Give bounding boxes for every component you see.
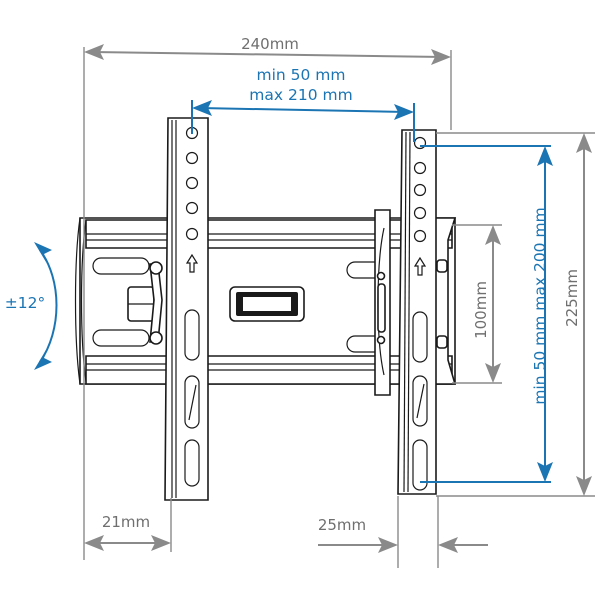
wall-clearance-label: 21mm [102, 513, 150, 531]
dimension-wall-clearance [84, 498, 172, 552]
vesa-vertical-label: min 50 mm max 200 mm [531, 207, 549, 404]
right-vertical-arm [397, 129, 437, 495]
vesa-horizontal-min-label: min 50 mm [256, 66, 345, 84]
tilt-knob [127, 261, 163, 345]
dimension-arm-width [318, 496, 488, 568]
dimension-wall-plate-height [452, 224, 502, 384]
dimension-vesa-vertical [420, 145, 553, 483]
left-vertical-arm [164, 117, 209, 501]
up-arrow-icon [185, 253, 199, 273]
right-side-clips [374, 209, 457, 396]
dimension-overall-width [83, 44, 452, 560]
arm-width-label: 25mm [318, 516, 366, 534]
wall-slot-top-left [92, 257, 150, 275]
up-arrow-icon [413, 256, 427, 276]
overall-width-label: 240mm [241, 35, 299, 53]
bubble-level [229, 286, 305, 322]
dimension-vesa-horizontal [191, 100, 415, 142]
tilt-angle-label: ±12° [5, 294, 45, 312]
vesa-horizontal-max-label: max 210 mm [249, 86, 352, 104]
wall-slot-bottom-left [92, 329, 150, 347]
dimension-overall-height [436, 132, 595, 497]
wall-plate-height-label: 100mm [472, 281, 490, 339]
tilt-arc-indicator [34, 242, 58, 370]
overall-height-label: 225mm [563, 269, 581, 327]
